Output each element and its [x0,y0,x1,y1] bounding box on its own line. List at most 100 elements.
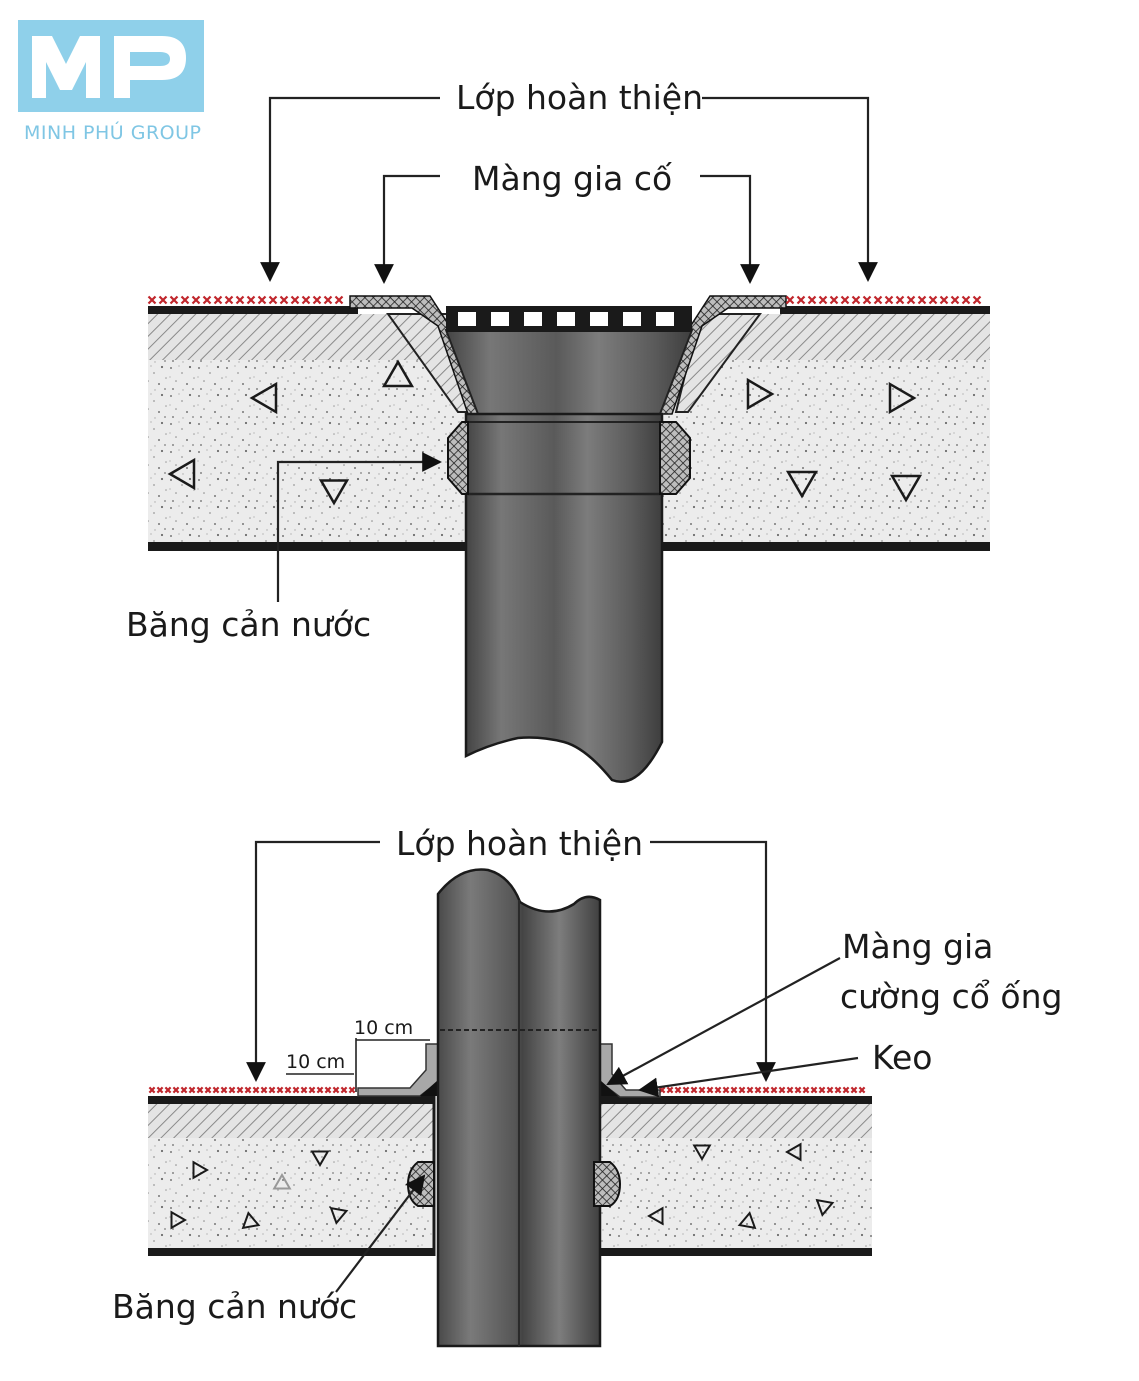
pipe-collar-membrane-label-line2: cường cổ ống [840,977,1062,1016]
grate-slot [656,312,674,326]
grate-slot [524,312,542,326]
finish-layer-mark [340,1086,348,1094]
bottom-section-diagram: 10 cm 10 cm Lớp hoàn thiện Màng gia cườn… [112,824,1062,1348]
aggregate-triangle [737,1211,757,1230]
company-name: MINH PHÚ GROUP [24,120,201,144]
finish-layer-mark [252,1086,260,1094]
finish-layer-mark [939,295,949,305]
finish-layer-mark [794,1086,802,1094]
finish-layer-mark [323,295,333,305]
finish-layer-mark [746,1086,754,1094]
finish-layer-mark [834,1086,842,1094]
finish-layer-mark [257,295,267,305]
finish-layer-mark [738,1086,746,1094]
aggregate-triangle [785,1142,802,1162]
finish-layer-mark [276,1086,284,1094]
top-reinforcing-membrane-label: Màng gia cố [472,159,672,198]
finish-layer-mark [818,295,828,305]
finish-layer-mark [840,295,850,305]
finish-layer-mark [279,295,289,305]
finish-layer-mark [754,1086,762,1094]
aggregate-triangle [329,1206,349,1225]
finish-layer-mark [213,295,223,305]
finish-layer-mark [292,1086,300,1094]
finish-layer-mark [796,295,806,305]
aggregate-triangle [167,457,196,491]
finish-layer-mark [690,1086,698,1094]
bottom-slab-hatch-left [148,1104,434,1138]
finish-layer-mark [862,295,872,305]
aggregate-triangle [815,1198,835,1217]
finish-layer-mark [722,1086,730,1094]
finish-layer-mark [348,1086,356,1094]
top-slab-concrete-right [662,360,990,544]
finish-layer-mark [300,1086,308,1094]
finish-layer-right [785,295,982,305]
grate-slot [557,312,575,326]
finish-layer-mark [172,1086,180,1094]
finish-layer-mark [147,295,157,305]
finish-layer-mark [961,295,971,305]
finish-layer-mark [917,295,927,305]
finish-layer-mark [235,295,245,305]
bottom-finish-layer-label: Lớp hoàn thiện [396,824,643,863]
grate-slot [491,312,509,326]
finish-layer-mark [972,295,982,305]
finish-layer-mark [148,1086,156,1094]
finish-layer-mark [682,1086,690,1094]
dim-vertical-label: 10 cm [286,1051,345,1073]
aggregate-triangle [647,1206,664,1226]
top-section-diagram: Lớp hoàn thiện Màng gia cố Băng cản nước [126,78,990,783]
finish-layer-mark [158,295,168,305]
finish-layer-mark [829,295,839,305]
grate-slot [623,312,641,326]
finish-layer-mark [156,1086,164,1094]
aggregate-triangle [192,1160,209,1180]
finish-layer-mark [324,1086,332,1094]
drain-grate [446,306,692,332]
finish-layer-mark [785,295,795,305]
pipe-collar-membrane-label-line1: Màng gia [842,927,993,966]
finish-layer-mark [714,1086,722,1094]
bottom-aggregate-markers [170,1142,835,1230]
finish-layer-mark [290,295,300,305]
drain-funnel [444,329,694,415]
aggregate-triangle [889,474,923,503]
bottom-finish-layer-right [658,1086,866,1094]
aggregate-triangle [318,479,350,506]
sealant-bead-right [600,1080,618,1096]
finish-layer-mark [698,1086,706,1094]
aggregate-triangle [272,1173,292,1190]
finish-layer-mark [246,295,256,305]
finish-layer-mark [284,1086,292,1094]
finish-layer-mark [228,1086,236,1094]
finish-layer-mark [950,295,960,305]
finish-layer-mark [842,1086,850,1094]
finish-layer-mark [196,1086,204,1094]
aggregate-markers [167,359,923,506]
bottom-waterstop-tape-left [406,1161,435,1207]
finish-layer-mark [858,1086,866,1094]
bottom-slab-concrete-right [594,1138,872,1248]
aggregate-triangle [746,377,775,411]
aggregate-triangle [692,1144,712,1161]
finish-layer-mark [212,1086,220,1094]
pipe-collar-membrane-left [357,1043,439,1097]
finish-layer-mark [188,1086,196,1094]
finish-layer-mark [826,1086,834,1094]
finish-layer-mark [244,1086,252,1094]
finish-layer-mark [260,1086,268,1094]
aggregate-triangle [249,381,278,415]
finish-layer-mark [164,1086,172,1094]
finish-layer-mark [268,1086,276,1094]
finish-layer-left [147,295,344,305]
bottom-slab-concrete-left [148,1138,434,1248]
dim-horizontal-label: 10 cm [354,1017,413,1039]
finish-layer-mark [851,295,861,305]
finish-layer-mark [204,1086,212,1094]
finish-layer-mark [332,1086,340,1094]
top-finish-layer-label: Lớp hoàn thiện [456,78,703,117]
aggregate-triangle [888,381,917,415]
finish-layer-mark [807,295,817,305]
finish-layer-mark [301,295,311,305]
